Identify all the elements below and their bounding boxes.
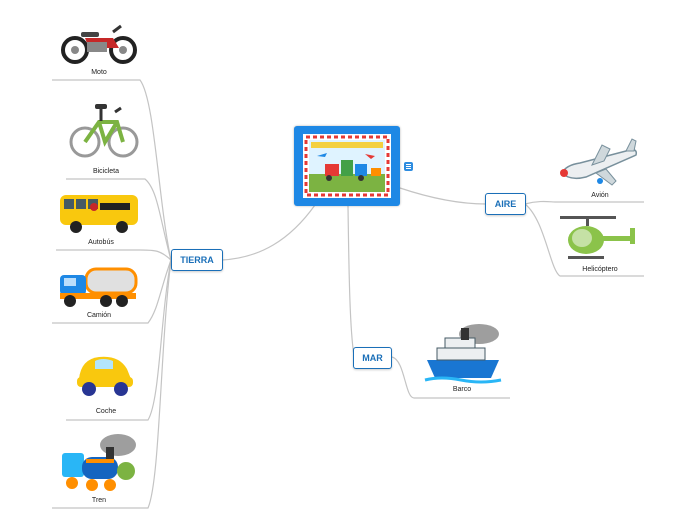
leaf-autobus[interactable]: Autobús [56, 189, 146, 250]
note-icon[interactable] [404, 162, 413, 171]
leaf-label: Coche [66, 408, 146, 415]
leaf-tren[interactable]: Tren [52, 430, 146, 508]
leaf-barco[interactable]: Barco [414, 319, 510, 398]
bicycle-icon [67, 92, 141, 166]
leaf-label: Barco [414, 386, 510, 393]
transport-poster-image [303, 134, 391, 198]
central-topic[interactable] [294, 126, 400, 206]
helicopter-icon [556, 212, 640, 264]
topic-aire[interactable]: AIRE [485, 193, 526, 215]
ship-icon [421, 320, 505, 384]
topic-tierra[interactable]: TIERRA [171, 249, 223, 271]
leaf-camion[interactable]: Camión [52, 261, 146, 323]
car-icon [69, 335, 139, 405]
leaf-helicoptero[interactable]: Helicóptero [556, 210, 644, 276]
leaf-label: Bicicleta [66, 168, 146, 175]
leaf-label: Avión [556, 192, 644, 199]
topic-mar[interactable]: MAR [353, 347, 392, 369]
leaf-label: Helicóptero [556, 266, 644, 273]
leaf-label: Autobús [56, 239, 146, 246]
leaf-avion[interactable]: Avión [556, 133, 644, 202]
airplane-icon [556, 135, 640, 189]
truck-icon [56, 263, 140, 311]
leaf-label: Camión [52, 312, 146, 319]
leaf-label: Moto [52, 69, 146, 76]
leaf-bicicleta[interactable]: Bicicleta [66, 91, 146, 179]
leaf-label: Tren [52, 497, 146, 504]
leaf-coche[interactable]: Coche [66, 334, 146, 420]
train-icon [56, 431, 140, 495]
motorcycle-icon [57, 14, 141, 68]
school-bus-icon [56, 189, 142, 237]
leaf-moto[interactable]: Moto [52, 12, 146, 80]
